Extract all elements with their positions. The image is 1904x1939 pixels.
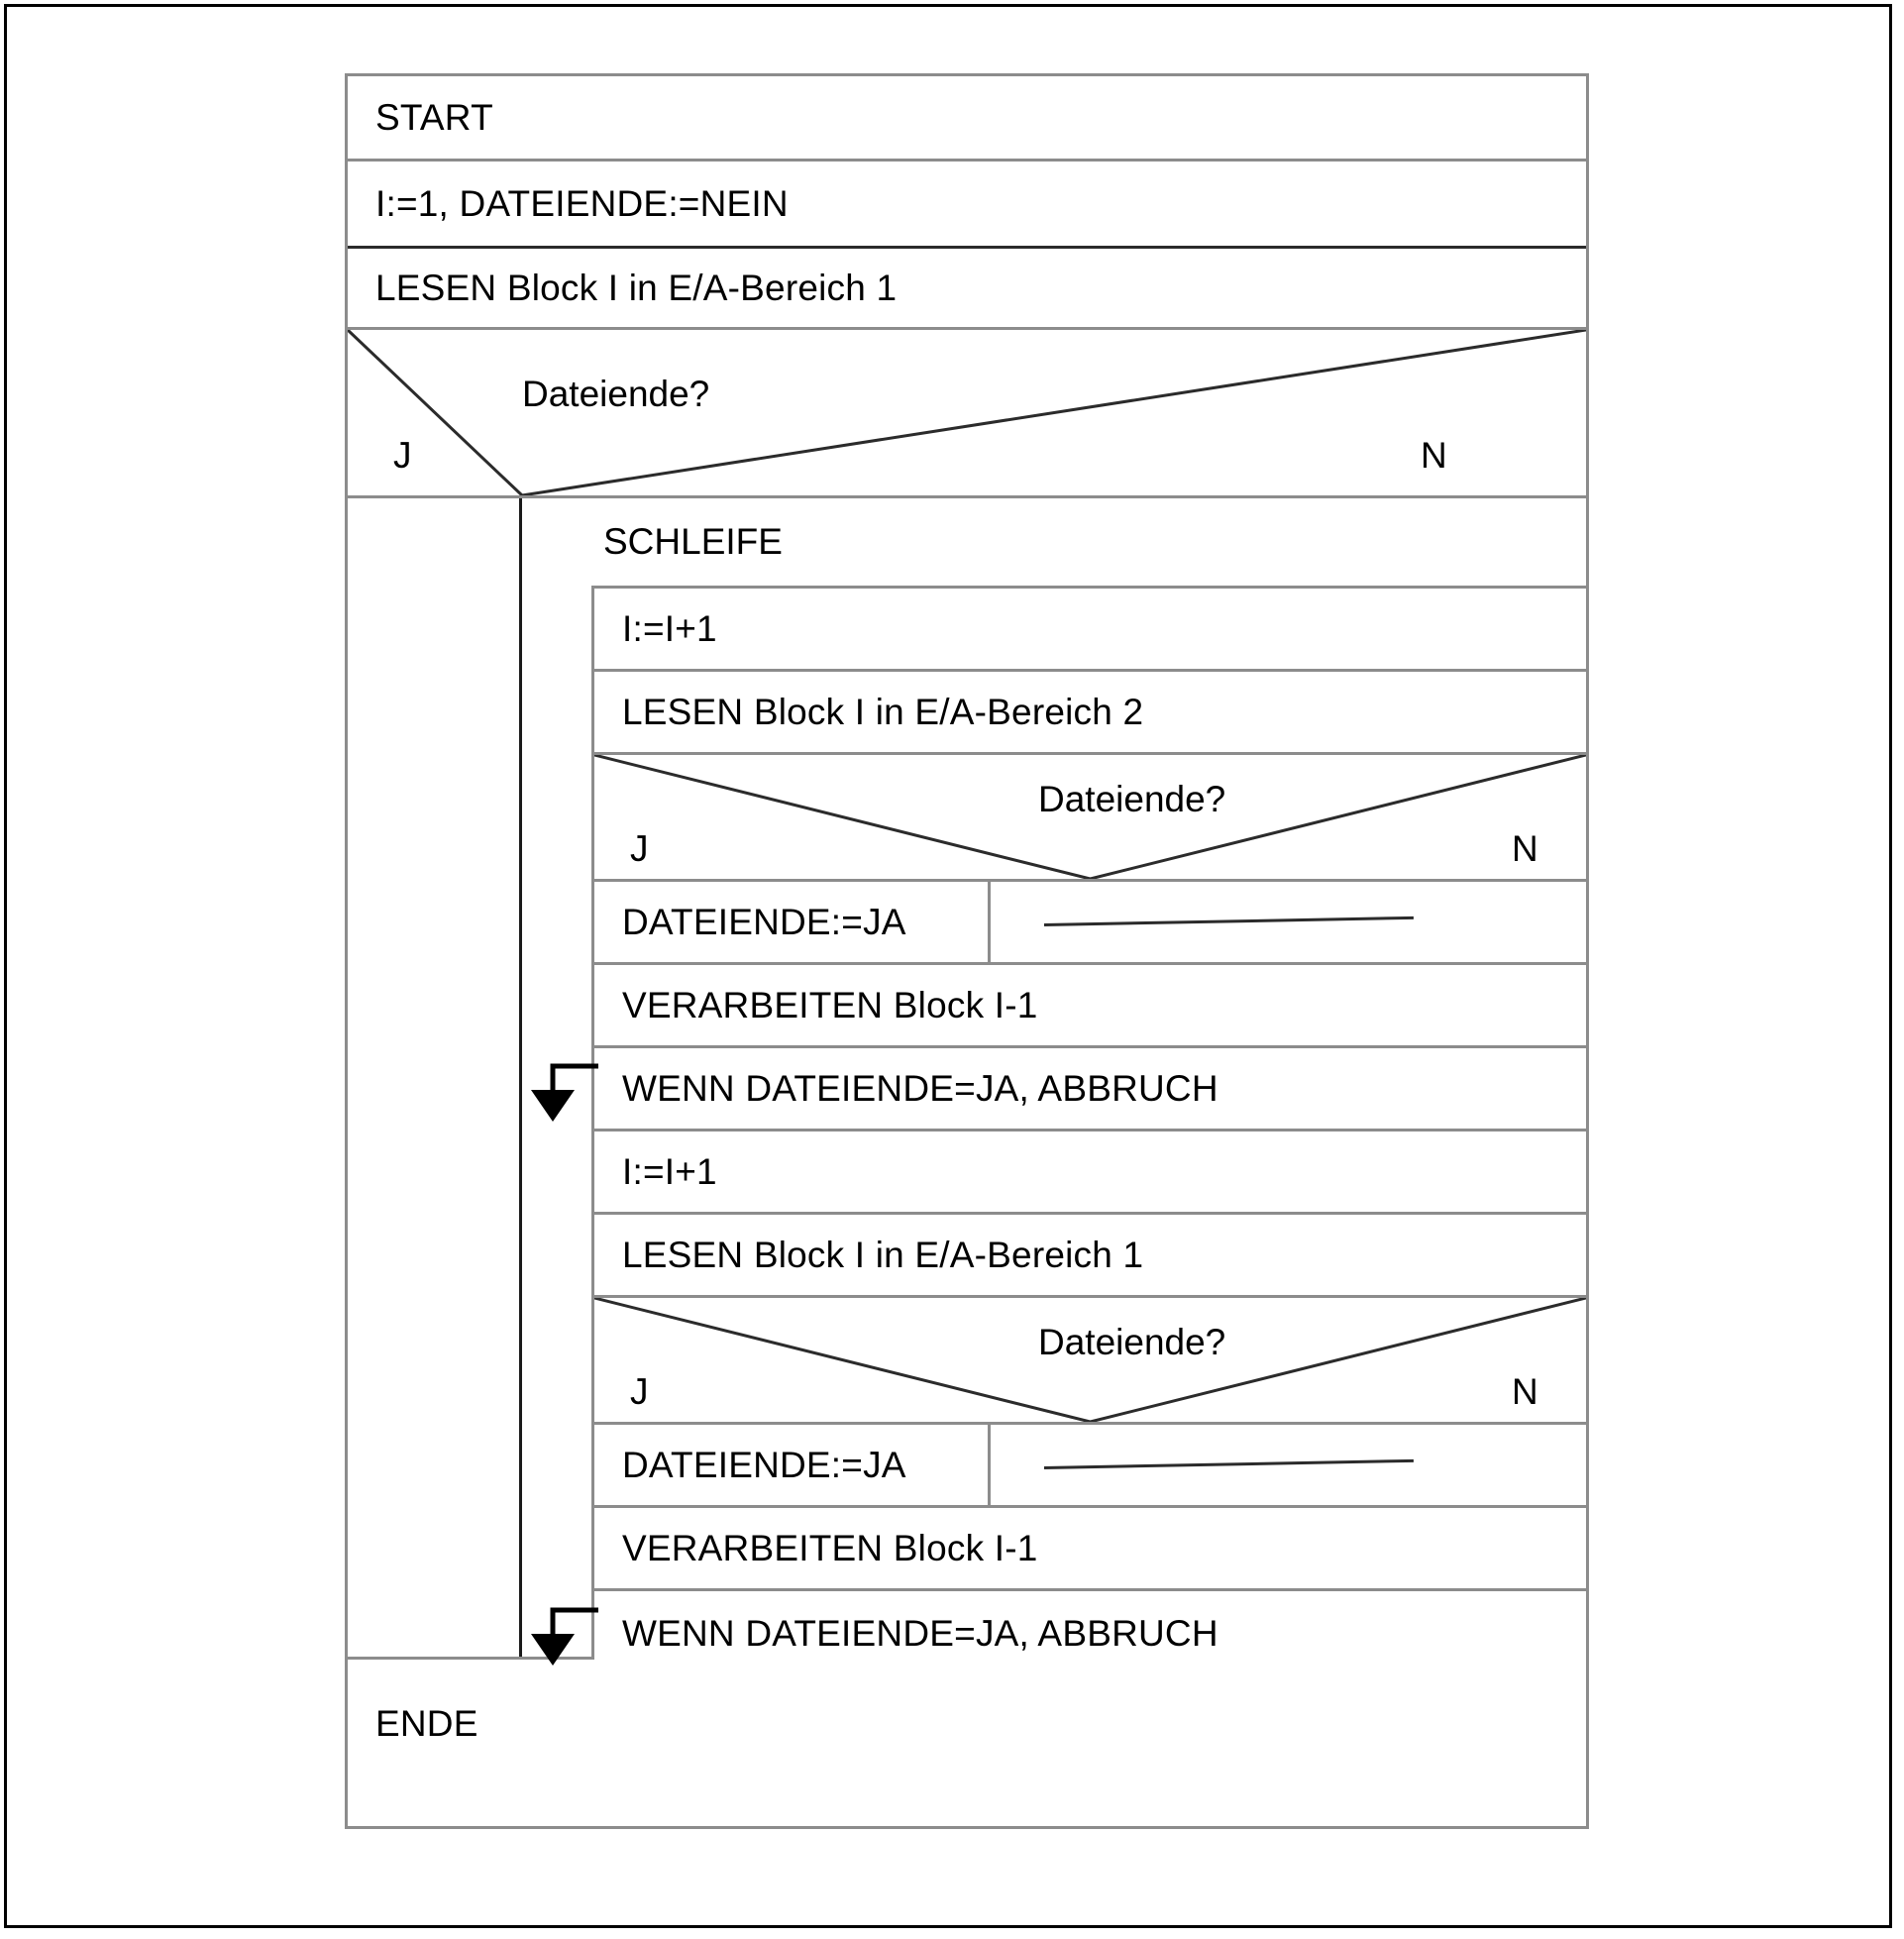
- decision-outer-no-branch: SCHLEIFE I:=I+1 LESEN Block I in: [522, 498, 1586, 1674]
- page-border-frame: [4, 4, 1892, 1928]
- decision-outer-no-label: N: [1421, 435, 1447, 476]
- decision-2-no-branch-empty: [991, 1425, 1586, 1505]
- decision-outer-yes-branch-empty: [348, 498, 522, 1657]
- decision-2-lines: [594, 1298, 1586, 1422]
- block-read-area-1: LESEN Block I in E/A-Bereich 1: [348, 249, 1586, 330]
- block-increment-2: I:=I+1: [594, 1131, 1586, 1215]
- decision-2-yes-label: J: [630, 1371, 649, 1412]
- loop-schleife-label-row: SCHLEIFE: [522, 498, 1586, 586]
- block-abbruch-1: WENN DATEIENDE=JA, ABBRUCH: [531, 1048, 1586, 1131]
- loop-schleife: SCHLEIFE I:=I+1 LESEN Block I in: [522, 498, 1586, 1674]
- decision-2-no-label: N: [1512, 1371, 1538, 1412]
- decision-1-condition: Dateiende?: [1038, 779, 1226, 819]
- decision-1-branch-row: DATEIENDE:=JA: [594, 882, 1586, 965]
- block-ende: ENDE: [348, 1660, 1586, 1786]
- block-start: START: [348, 76, 1586, 162]
- decision-1-lines: [594, 755, 1586, 879]
- block-abbruch-2-label: WENN DATEIENDE=JA, ABBRUCH: [622, 1612, 1218, 1654]
- decision-2-yes-branch: DATEIENDE:=JA: [594, 1425, 991, 1505]
- decision-2-yes-label-text: DATEIENDE:=JA: [622, 1445, 906, 1485]
- decision-outer-branch-row: SCHLEIFE I:=I+1 LESEN Block I in: [348, 498, 1586, 1674]
- decision-2-no-branch-dash: [1044, 1458, 1414, 1470]
- decision-dateiende-outer: Dateiende? J N: [348, 330, 1586, 498]
- decision-outer-lines: [348, 330, 1586, 495]
- block-read-area-1-loop-label: LESEN Block I in E/A-Bereich 1: [622, 1235, 1144, 1275]
- block-read-area-2: LESEN Block I in E/A-Bereich 2: [594, 672, 1586, 755]
- decision-dateiende-1: Dateiende? J N: [594, 755, 1586, 882]
- block-increment-2-label: I:=I+1: [622, 1151, 717, 1192]
- decision-1-yes-branch: DATEIENDE:=JA: [594, 882, 991, 962]
- decision-outer-yes-label: J: [393, 435, 412, 476]
- block-abbruch-1-label: WENN DATEIENDE=JA, ABBRUCH: [622, 1068, 1218, 1109]
- decision-dateiende-2: Dateiende? J N: [594, 1298, 1586, 1425]
- break-arrow-1-icon: [531, 1063, 598, 1122]
- loop-schleife-label: SCHLEIFE: [603, 521, 783, 562]
- block-process-1-label: VERARBEITEN Block I-1: [622, 985, 1038, 1025]
- block-ende-label: ENDE: [375, 1702, 478, 1744]
- decision-1-yes-label-text: DATEIENDE:=JA: [622, 902, 906, 942]
- decision-1-no-branch-empty: [991, 882, 1586, 962]
- block-increment-1-label: I:=I+1: [622, 608, 717, 649]
- block-read-area-1-loop: LESEN Block I in E/A-Bereich 1: [594, 1215, 1586, 1298]
- block-start-label: START: [375, 97, 493, 138]
- block-init: I:=1, DATEIENDE:=NEIN: [348, 162, 1586, 249]
- decision-1-no-branch-dash: [1044, 916, 1414, 927]
- block-process-1: VERARBEITEN Block I-1: [594, 965, 1586, 1048]
- decision-2-branch-row: DATEIENDE:=JA: [594, 1425, 1586, 1508]
- decision-1-no-label: N: [1512, 828, 1538, 869]
- block-process-2: VERARBEITEN Block I-1: [594, 1508, 1586, 1591]
- block-read-area-1-label: LESEN Block I in E/A-Bereich 1: [375, 268, 898, 308]
- struktogramm-root: START I:=1, DATEIENDE:=NEIN LESEN Block …: [345, 73, 1589, 1829]
- loop-schleife-body: I:=I+1 LESEN Block I in E/A-Bereich 2: [531, 586, 1586, 1674]
- block-process-2-label: VERARBEITEN Block I-1: [622, 1528, 1038, 1568]
- decision-2-condition: Dateiende?: [1038, 1322, 1226, 1362]
- break-arrow-2-icon: [531, 1607, 598, 1666]
- block-init-label: I:=1, DATEIENDE:=NEIN: [375, 183, 789, 224]
- decision-outer-condition: Dateiende?: [522, 374, 710, 414]
- block-increment-1: I:=I+1: [594, 589, 1586, 672]
- decision-1-yes-label: J: [630, 828, 649, 869]
- block-read-area-2-label: LESEN Block I in E/A-Bereich 2: [622, 692, 1144, 732]
